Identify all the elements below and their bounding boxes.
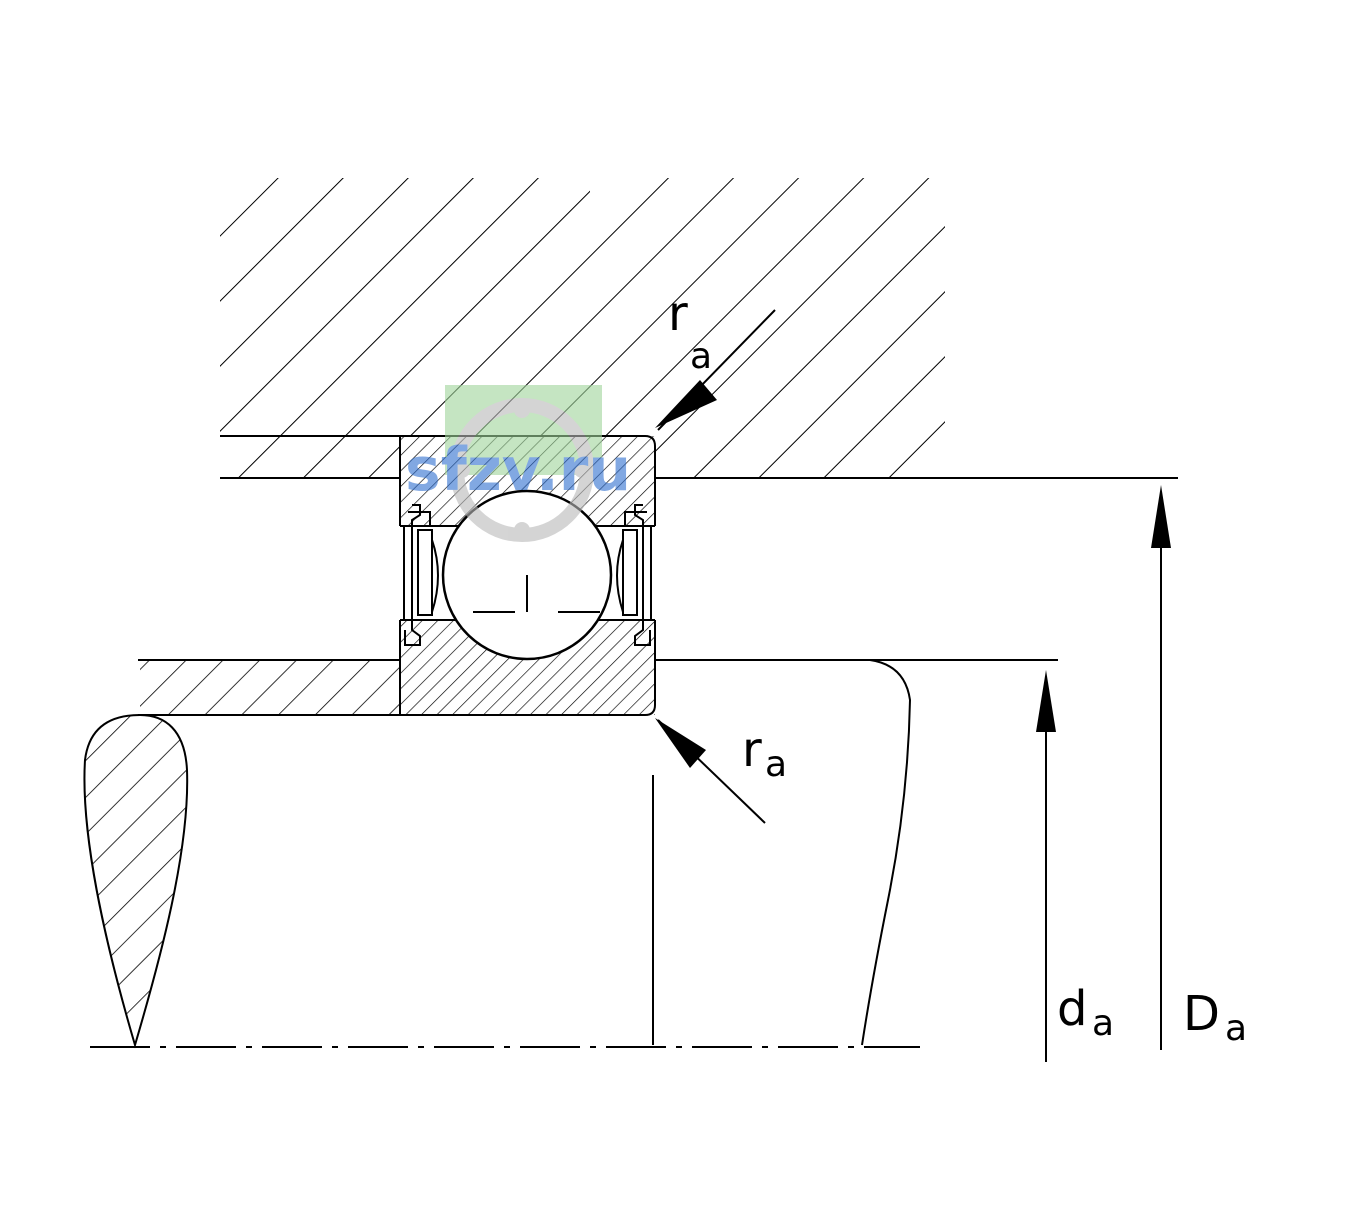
dim-arrow-da: [1036, 670, 1056, 1062]
dim-arrow-Da: [1151, 485, 1171, 1050]
label-Da: D a: [1183, 986, 1247, 1049]
svg-text:a: a: [1092, 1003, 1114, 1044]
leader-ra-bottom: [655, 718, 766, 824]
seal-right: [616, 504, 652, 646]
label-da: d a: [1057, 981, 1114, 1044]
svg-text:r: r: [742, 722, 762, 778]
svg-text:D: D: [1183, 986, 1220, 1042]
shaft-section: [83, 713, 189, 1049]
extension-lines: [870, 477, 1178, 661]
svg-text:d: d: [1057, 981, 1087, 1037]
svg-text:r: r: [668, 286, 688, 342]
svg-text:a: a: [1225, 1008, 1247, 1049]
label-ra-top: r a: [668, 286, 712, 377]
seal-left: [403, 504, 439, 646]
ball: [441, 489, 613, 661]
leader-ra-top: [655, 309, 776, 431]
watermark-logo: sfzv.ru: [405, 385, 631, 542]
shaft-shoulder: [138, 659, 870, 716]
inner-ring: [399, 619, 656, 716]
label-ra-bottom: r a: [742, 722, 787, 785]
shaft-body: [652, 659, 912, 1046]
svg-text:a: a: [690, 336, 712, 377]
watermark-text: sfzv.ru: [405, 435, 631, 505]
svg-text:a: a: [765, 744, 787, 785]
